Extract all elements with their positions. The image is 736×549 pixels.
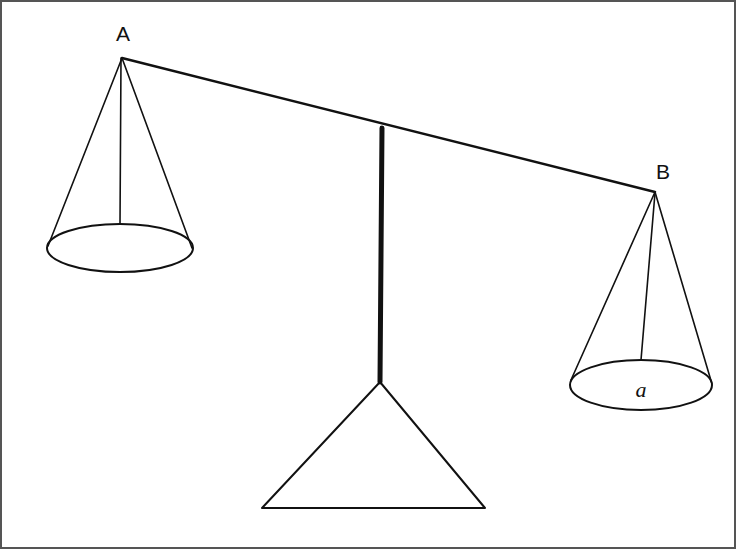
right-pan — [570, 192, 712, 410]
point-label: A — [116, 22, 130, 45]
point-label: B — [656, 160, 670, 183]
post — [380, 128, 382, 382]
base — [262, 382, 485, 508]
beam — [122, 58, 655, 192]
mass-label: a — [636, 378, 647, 402]
left-pan — [47, 58, 193, 272]
